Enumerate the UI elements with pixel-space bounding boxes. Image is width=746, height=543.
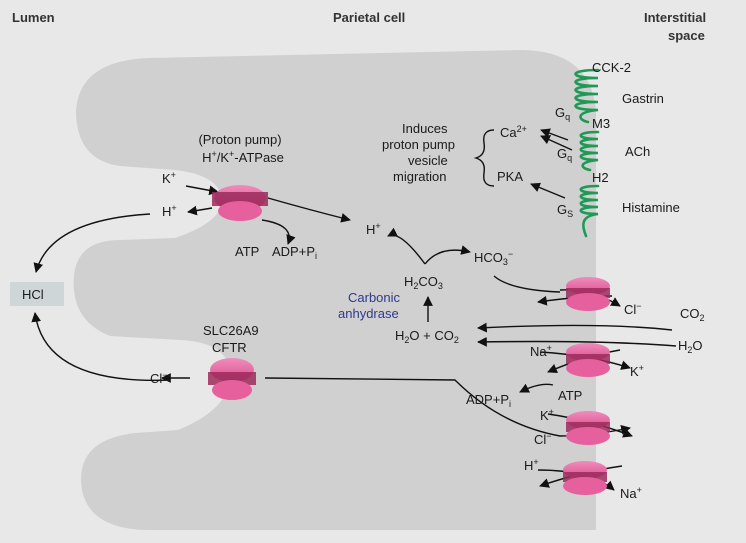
cl-pathway-line xyxy=(264,377,561,437)
h-cell-label: H+ xyxy=(366,221,381,237)
hcl-label: HCl xyxy=(22,287,44,302)
parietal-cell-body xyxy=(73,50,597,530)
h-to-hcl-arrow xyxy=(33,213,151,273)
h-lumen-label: H+ xyxy=(162,203,177,219)
m3-label: M3 xyxy=(592,116,610,131)
slc26a9-cftr-channel xyxy=(208,358,256,400)
h2-label: H2 xyxy=(592,170,609,185)
k-cl-cotransporter xyxy=(566,411,610,445)
pka-label: PKA xyxy=(497,169,523,184)
cftr-label: CFTR xyxy=(212,340,247,355)
atp-label: ATP xyxy=(235,244,259,259)
h2co3-to-h-arrow xyxy=(387,227,426,265)
proton-pump-label: (Proton pump) xyxy=(198,132,281,147)
interstitial-header-line1: Interstitial xyxy=(644,10,706,25)
gs-label: GS xyxy=(557,202,573,219)
lumen-header: Lumen xyxy=(12,10,55,25)
h2co3-to-hco3-arrow xyxy=(424,245,471,265)
atp2-label: ATP xyxy=(558,388,582,403)
induces-line3: vesicle xyxy=(408,153,448,168)
cl-interstitial-label: Cl− xyxy=(624,301,642,317)
gs-to-pka-arrow xyxy=(530,182,566,199)
co2-entry-arrow xyxy=(477,322,673,333)
cck2-receptor xyxy=(574,68,600,124)
hcl-box xyxy=(10,282,64,306)
signal-brace xyxy=(473,129,495,187)
proton-pump-transporter xyxy=(212,185,268,221)
hco3-exchange-line xyxy=(493,275,561,293)
k-into-pump-arrow xyxy=(185,185,219,196)
na-interstitial-label: Na+ xyxy=(620,485,642,501)
gq1-label: Gq xyxy=(555,105,570,122)
carbonic-anhydrase-line2: anhydrase xyxy=(338,306,399,321)
cl-lumen-label: Cl− xyxy=(150,370,168,386)
gq2-to-ca-arrow xyxy=(540,135,573,151)
h-out-pump-arrow xyxy=(187,205,213,216)
m3-receptor xyxy=(579,130,600,172)
interstitial-header-line2: space xyxy=(668,28,705,43)
h2o-co2-label: H2O + CO2 xyxy=(395,328,459,345)
hk-atpase-label: H+/K+-ATPase xyxy=(202,149,284,165)
induces-line4: migration xyxy=(393,169,446,184)
adp-pi-label: ADP+Pi xyxy=(272,244,317,261)
na-k-atpase xyxy=(566,343,610,377)
atp-hydrolysis-arrow xyxy=(261,219,296,245)
h-cell-exchanger-label: H+ xyxy=(524,457,539,473)
induces-line1: Induces xyxy=(402,121,448,136)
histamine-label: Histamine xyxy=(622,200,680,215)
atp2-hydrolysis-arrow xyxy=(519,383,554,393)
adp2-pi-label: ADP+Pi xyxy=(466,392,511,409)
h2o-entry-arrow xyxy=(477,336,677,347)
k-lumen-label: K+ xyxy=(162,170,176,186)
slc26a9-label: SLC26A9 xyxy=(203,323,259,338)
gastrin-label: Gastrin xyxy=(622,91,664,106)
gq2-label: Gq xyxy=(557,146,572,163)
cck2-label: CCK-2 xyxy=(592,60,631,75)
h2-receptor xyxy=(579,184,600,238)
h2o-interstitial-label: H2O xyxy=(678,338,703,355)
k-cell-label: K+ xyxy=(540,407,554,423)
gq1-to-ca-arrow xyxy=(540,128,569,141)
na-label: Na+ xyxy=(530,343,552,359)
carbonic-anhydrase-line1: Carbonic xyxy=(348,290,401,305)
cl-to-hcl-arrow xyxy=(31,312,171,382)
parietal-cell-header: Parietal cell xyxy=(333,10,405,25)
na-h-exchanger xyxy=(563,461,607,495)
co2-interstitial-label: CO2 xyxy=(680,306,705,323)
k-interstitial-label: K+ xyxy=(630,363,644,379)
ach-label: ACh xyxy=(625,144,650,159)
cl-cell-label: Cl− xyxy=(534,431,552,447)
hco3-label: HCO3− xyxy=(474,249,513,267)
h2co3-label: H2CO3 xyxy=(404,274,443,291)
hco3-cl-exchanger xyxy=(566,277,610,311)
pump-h-to-lumen-line xyxy=(267,197,351,223)
induces-line2: proton pump xyxy=(382,137,455,152)
ca-label: Ca2+ xyxy=(500,124,527,140)
